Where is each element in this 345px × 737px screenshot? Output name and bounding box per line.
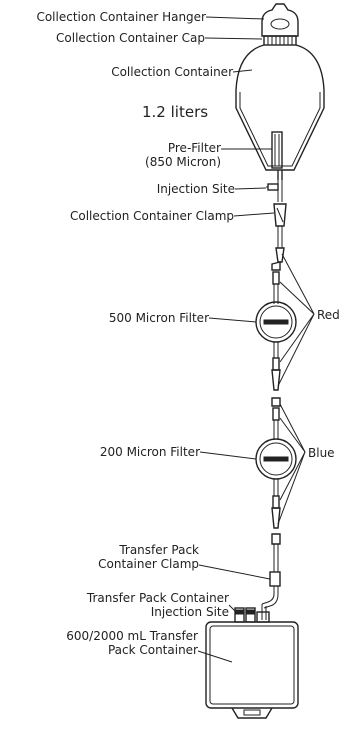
collection-container-cap [263,35,297,46]
label-prefilter-1: Pre-Filter [168,141,221,155]
label-injection-site: Injection Site [157,182,235,196]
transfer-pack-tubing [261,533,281,620]
leader-lines [197,16,315,663]
label-container-clamp: Collection Container Clamp [70,209,234,223]
injection-site-port [266,183,279,191]
label-filter-200: 200 Micron Filter [100,445,200,459]
label-tp-injection-2: Injection Site [151,605,229,619]
filter-200-assembly [255,397,297,529]
transfer-pack-injection-ports [234,607,270,623]
label-tp-clamp-1: Transfer Pack [118,543,199,557]
label-filter-500: 500 Micron Filter [109,311,209,325]
label-prefilter-2: (850 Micron) [145,155,221,169]
label-tp-container-2: Pack Container [108,643,198,657]
label-tp-injection-1: Transfer Pack Container [86,591,229,605]
label-volume: 1.2 liters [142,103,208,121]
label-tp-container-1: 600/2000 mL Transfer [66,629,198,643]
label-container: Collection Container [111,65,233,79]
transfer-pack-container [205,621,299,719]
collection-container-body [235,44,325,180]
label-cap: Collection Container Cap [56,31,205,45]
label-blue: Blue [308,446,335,460]
pre-filter [271,131,283,169]
label-tp-clamp-2: Container Clamp [98,557,199,571]
collection-container-clamp [273,203,287,227]
label-hanger: Collection Container Hanger [36,10,206,24]
label-red: Red [317,308,340,322]
filter-500-assembly [255,261,297,391]
collection-container-hanger [261,3,299,37]
